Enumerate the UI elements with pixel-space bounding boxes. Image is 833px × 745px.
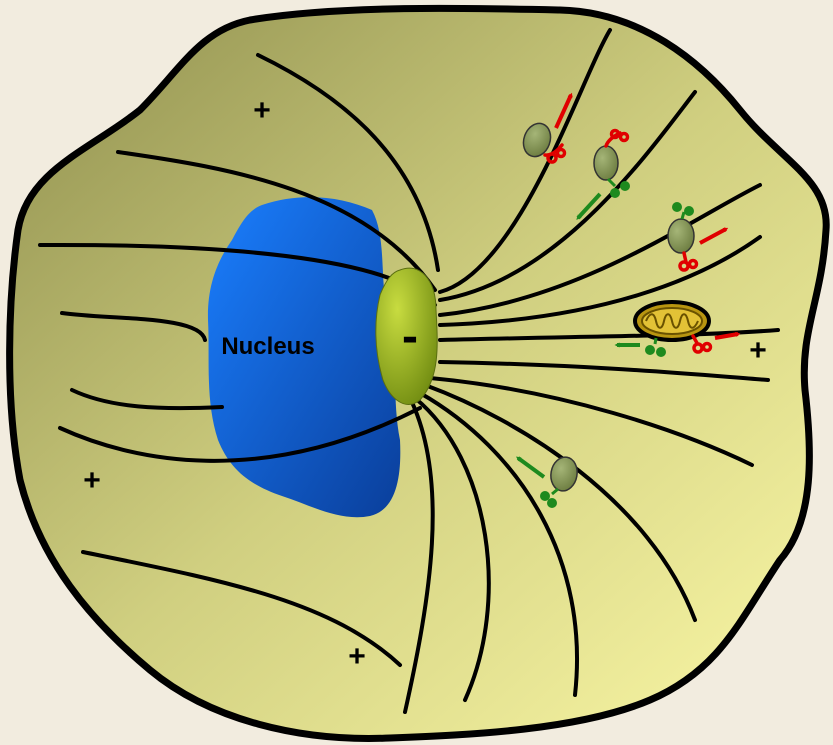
vesicle <box>668 219 694 253</box>
plus-sign: + <box>83 464 101 497</box>
plus-sign: + <box>253 94 271 127</box>
nucleus-label: Nucleus <box>221 333 314 360</box>
plus-sign: + <box>749 334 767 367</box>
minus-end-sign: - <box>402 310 418 363</box>
plus-sign: + <box>348 640 366 673</box>
vesicle <box>594 146 618 180</box>
